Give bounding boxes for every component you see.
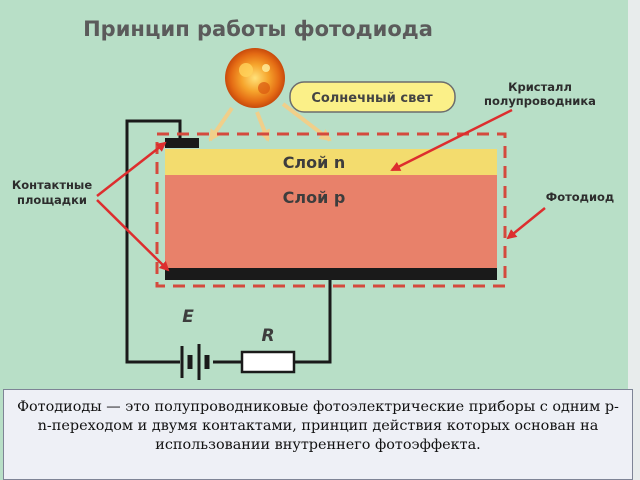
- contacts-arrow-top: [96, 141, 167, 197]
- right-edge-strip: [628, 0, 640, 480]
- layer-n: [165, 149, 497, 175]
- emf-label: E: [182, 307, 194, 327]
- photodiode-label: Фотодиод: [546, 190, 614, 204]
- battery-symbol: [180, 344, 210, 380]
- contacts-label-line1: Контактные: [12, 178, 92, 192]
- crystal-label-line2: полупроводника: [484, 94, 596, 108]
- resistor-symbol: [240, 350, 296, 374]
- diagram-title: Принцип работы фотодиода: [83, 17, 433, 41]
- photodiode-arrow: [506, 207, 546, 240]
- contacts-label-line2: площадки: [17, 193, 87, 207]
- layer-p-label: Слой p: [283, 188, 346, 207]
- contacts-arrow-bottom: [96, 199, 170, 272]
- crystal-label-line1: Кристалл: [508, 80, 572, 94]
- sunlight-label-box: [289, 81, 456, 113]
- circuit-wires: [125, 119, 332, 364]
- layer-n-label: Слой n: [283, 153, 346, 172]
- photodiode-dashed-border: [155, 132, 507, 288]
- sunlight-label: Солнечный свет: [311, 91, 433, 106]
- crystal-arrow: [390, 108, 513, 172]
- layer-p: [165, 175, 497, 269]
- bottom-contact-pad: [165, 268, 497, 280]
- top-contact-pad: [165, 138, 199, 148]
- caption-text: Фотодиоды — это полупроводниковые фотоэл…: [3, 389, 633, 480]
- sun-icon: [225, 48, 285, 108]
- resistor-label: R: [261, 326, 274, 346]
